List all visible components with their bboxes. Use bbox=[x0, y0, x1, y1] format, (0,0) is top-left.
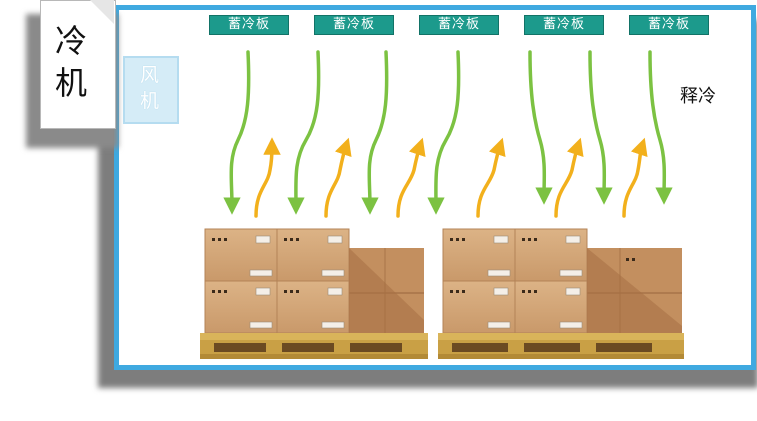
cold-arrow-2 bbox=[287, 50, 321, 215]
warm-arrow-4 bbox=[476, 137, 506, 218]
cargo-group-right bbox=[438, 228, 684, 359]
cold-arrow-6 bbox=[588, 50, 613, 205]
warm-arrow-3 bbox=[396, 137, 426, 218]
cold-arrow-7 bbox=[648, 50, 673, 205]
tag-fold-icon bbox=[90, 0, 114, 24]
pallet-left bbox=[200, 333, 428, 359]
cooling-unit-label: 冷机 bbox=[55, 22, 88, 102]
warm-arrow-5 bbox=[554, 137, 584, 218]
fan-label: 风机 bbox=[140, 64, 160, 112]
pallet-right bbox=[438, 333, 684, 359]
warm-arrow-1 bbox=[254, 137, 281, 218]
cold-arrow-4 bbox=[427, 50, 461, 215]
release-cold-label: 释冷 bbox=[680, 86, 716, 107]
warm-arrow-6 bbox=[622, 137, 648, 218]
cold-plate-4: 蓄冷板 bbox=[524, 15, 604, 35]
cold-arrow-3 bbox=[361, 50, 389, 215]
cold-arrow-1 bbox=[223, 50, 251, 215]
cold-arrow-5 bbox=[528, 50, 553, 205]
cold-plate-1: 蓄冷板 bbox=[209, 15, 289, 35]
fan-box bbox=[123, 56, 179, 124]
cold-plate-2: 蓄冷板 bbox=[314, 15, 394, 35]
warm-arrow-2 bbox=[324, 137, 352, 218]
cold-plate-3: 蓄冷板 bbox=[419, 15, 499, 35]
cold-plate-5: 蓄冷板 bbox=[629, 15, 709, 35]
cargo-group-left bbox=[200, 228, 428, 359]
